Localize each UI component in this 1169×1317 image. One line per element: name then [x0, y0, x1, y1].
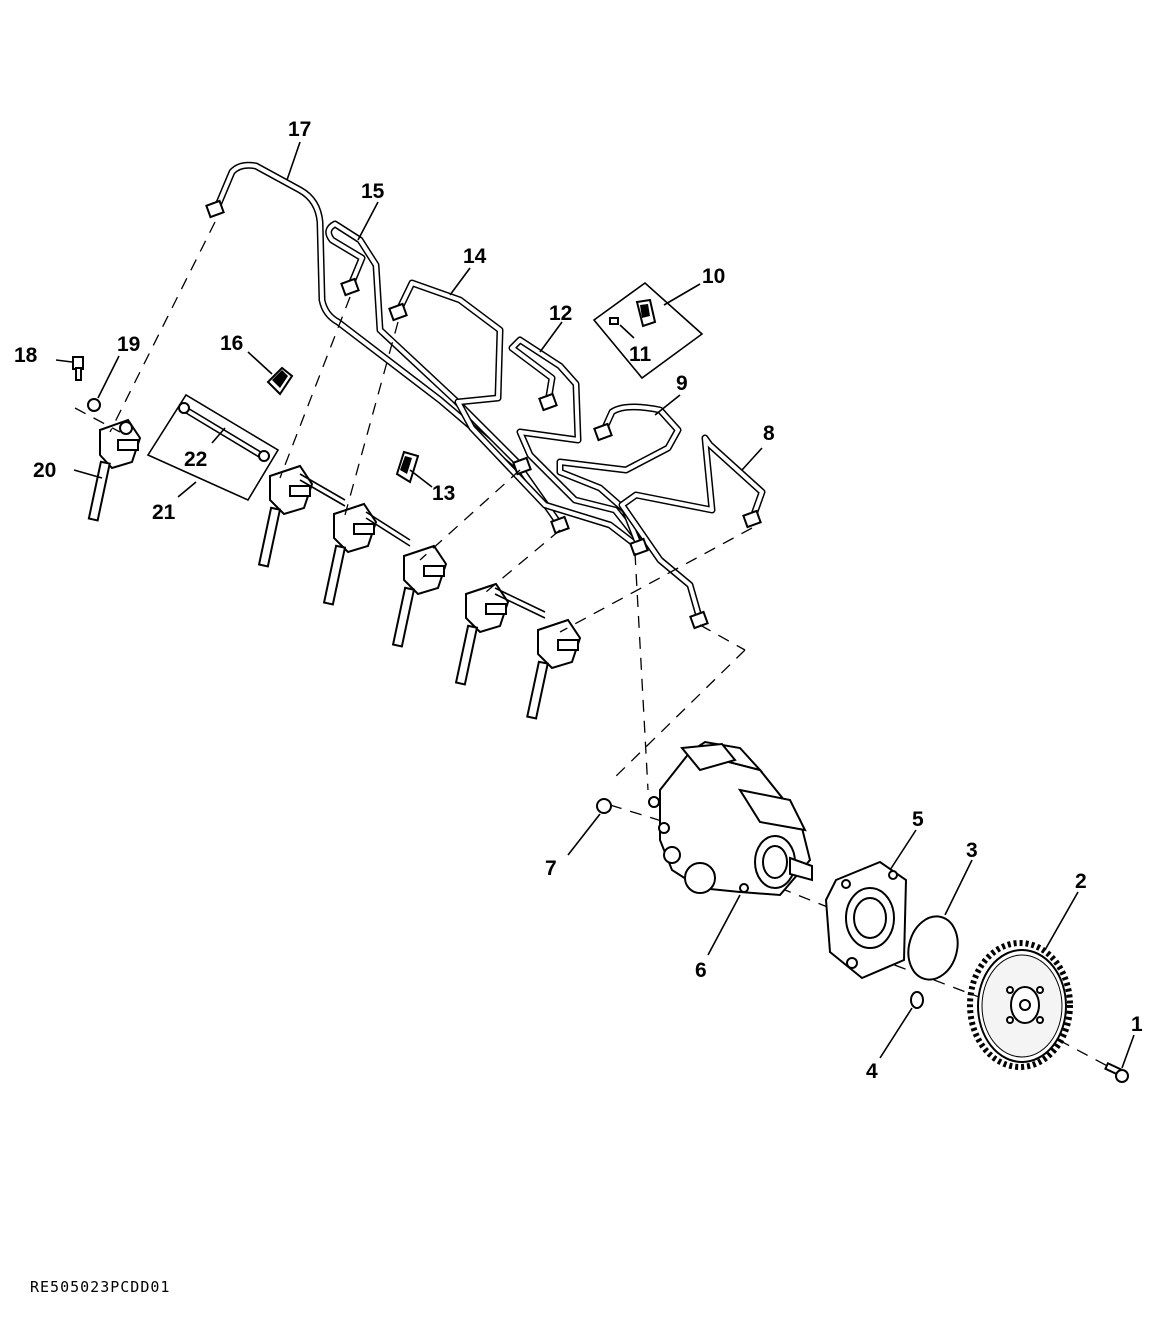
callout-20: 20 — [33, 459, 56, 482]
callout-11: 11 — [629, 343, 652, 366]
callout-21: 21 — [152, 501, 176, 524]
callout-13: 13 — [432, 482, 455, 505]
injection-pump-6 — [648, 740, 813, 897]
injector-2 — [322, 502, 378, 606]
injector-3 — [391, 544, 448, 648]
callout-22: 22 — [184, 448, 207, 471]
screw-11 — [609, 317, 619, 325]
callout-15: 15 — [361, 180, 385, 203]
bracket-21-outline — [146, 393, 280, 502]
callout-16: 16 — [220, 332, 243, 355]
bracket-10-outline — [592, 281, 704, 380]
plug-4 — [910, 991, 924, 1009]
callout-18: 18 — [14, 344, 38, 367]
callout-7: 7 — [545, 857, 557, 880]
nut-19 — [87, 398, 101, 412]
bracket-10 — [635, 298, 657, 328]
callout-3: 3 — [966, 839, 978, 862]
fuel-line-8 — [618, 434, 766, 624]
fuel-line-14 — [394, 279, 644, 552]
callout-19: 19 — [117, 333, 140, 356]
callout-4: 4 — [866, 1060, 878, 1083]
figure-reference-code: RE505023PCDD01 — [30, 1278, 171, 1296]
callout-12: 12 — [549, 302, 572, 325]
fuel-line-12 — [508, 336, 649, 552]
injector-20 — [87, 418, 142, 522]
callout-10: 10 — [702, 265, 725, 288]
callout-5: 5 — [912, 808, 924, 831]
callout-14: 14 — [463, 245, 487, 268]
injector-5 — [526, 618, 582, 720]
leader-lines — [55, 141, 1135, 1069]
injector-4 — [454, 582, 510, 686]
callout-6: 6 — [695, 959, 707, 982]
injector-1 — [257, 464, 314, 568]
leak-off-rod-22 — [178, 402, 270, 462]
callout-1: 1 — [1131, 1013, 1143, 1036]
callout-9: 9 — [676, 372, 688, 395]
callout-labels: 1 2 3 4 5 6 7 8 9 10 11 12 13 14 15 16 1… — [14, 118, 1143, 1083]
o-ring-3 — [907, 915, 959, 981]
callout-17: 17 — [288, 118, 311, 141]
nut-7 — [596, 798, 612, 814]
fuel-line-15 — [325, 220, 524, 469]
fuel-line-9 — [556, 403, 682, 552]
callout-2: 2 — [1075, 870, 1087, 893]
adapter-flange-5 — [824, 860, 908, 980]
bolt-1 — [1104, 1061, 1129, 1083]
fuel-line-17 — [212, 161, 564, 529]
leak-off-lines — [299, 473, 546, 619]
clamp-13 — [395, 450, 420, 484]
clamp-16 — [266, 366, 294, 396]
callout-8: 8 — [763, 422, 775, 445]
bolt-18 — [72, 356, 84, 381]
pump-drive-gear-2 — [967, 940, 1073, 1070]
